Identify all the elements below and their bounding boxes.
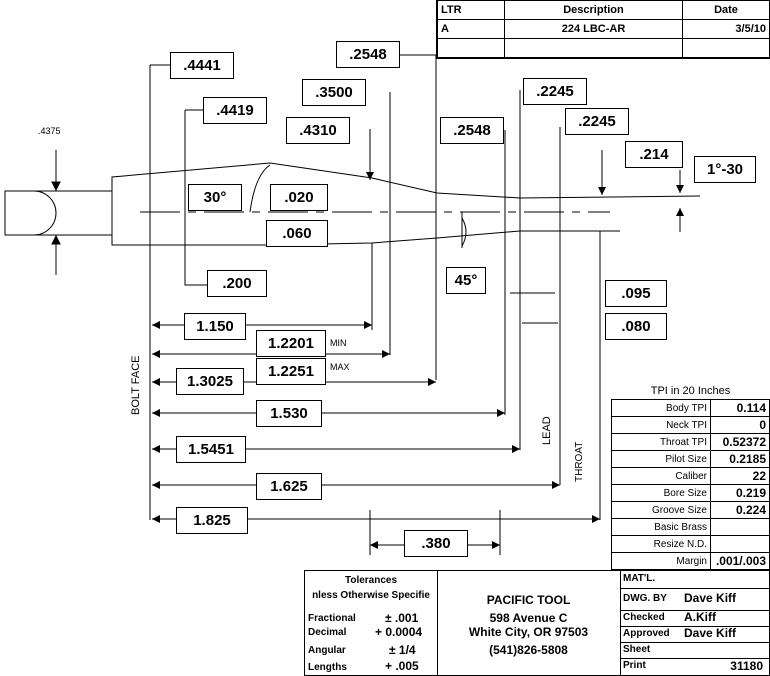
dim-12201: 1.2201 [256, 330, 326, 357]
label-throat: THROAT [574, 441, 585, 482]
checked-by: A.Kiff [684, 610, 716, 624]
dim-2245-a: .2245 [523, 78, 587, 105]
dim-12251: 1.2251 [256, 358, 326, 385]
tpi-caliber: 22 [710, 467, 770, 485]
tpi-margin: .001/.003 [710, 552, 770, 570]
dim-3500: .3500 [302, 79, 366, 106]
label-max: MAX [330, 362, 350, 372]
tpi-title: TPI in 20 Inches [650, 385, 731, 397]
dim-380: .380 [404, 530, 468, 557]
dim-13025: 1.3025 [176, 368, 244, 395]
company-block: PACIFIC TOOL 598 Avenue C White City, OR… [437, 571, 621, 675]
dim-020: .020 [270, 184, 328, 211]
tpi-throat: 0.52372 [710, 433, 770, 451]
tpi-neck: 0 [710, 416, 770, 434]
dim-2548-b: .2548 [440, 117, 504, 144]
dim-2548-a: .2548 [336, 41, 400, 68]
dim-095: .095 [605, 280, 667, 307]
tpi-body: 0.114 [710, 399, 770, 417]
dim-080: .080 [605, 313, 667, 340]
dim-214: .214 [625, 141, 683, 168]
print-number: 31180 [730, 659, 763, 673]
pilot-shape [4, 190, 57, 236]
label-min: MIN [330, 338, 347, 348]
rev-ltr: A [437, 19, 505, 39]
dim-4441: .4441 [170, 52, 234, 79]
dim-4375: .4375 [38, 126, 61, 136]
drawn-by: Dave Kiff [684, 591, 737, 605]
dim-1150: 1.150 [184, 313, 246, 340]
tpi-bore: 0.219 [710, 484, 770, 502]
dim-2245-b: .2245 [565, 108, 629, 135]
dim-200: .200 [207, 270, 267, 297]
rev-header-ltr: LTR [437, 0, 505, 20]
dim-1825: 1.825 [176, 507, 248, 534]
label-bolt-face: BOLT FACE [130, 355, 142, 415]
label-lead: LEAD [541, 416, 553, 445]
rev-header-date: Date [682, 0, 770, 20]
dim-30-deg: 30° [188, 184, 242, 211]
body-top-edge [5, 162, 701, 199]
title-block: Tolerances nless Otherwise Specifie Frac… [304, 570, 770, 676]
approved-by: Dave Kiff [684, 626, 737, 640]
dim-45-deg: 45° [446, 267, 486, 294]
dim-060: .060 [266, 220, 328, 247]
tpi-pilot: 0.2185 [710, 450, 770, 468]
rev-header-description: Description [504, 0, 683, 20]
dim-1530: 1.530 [256, 400, 322, 427]
tpi-groove: 0.224 [710, 501, 770, 519]
tolerances-block: Tolerances nless Otherwise Specifie Frac… [305, 571, 438, 675]
dim-4310: .4310 [286, 117, 350, 144]
company-name: PACIFIC TOOL [486, 593, 571, 607]
dim-1-30: 1°-30 [694, 156, 756, 183]
dim-4419: .4419 [203, 97, 267, 124]
dim-15451: 1.5451 [176, 436, 246, 463]
rev-description: 224 LBC-AR [504, 19, 683, 39]
dim-1625: 1.625 [256, 473, 322, 500]
revision-table: LTR Description Date A 224 LBC-AR 3/5/10 [436, 0, 770, 59]
rev-date: 3/5/10 [682, 19, 770, 39]
